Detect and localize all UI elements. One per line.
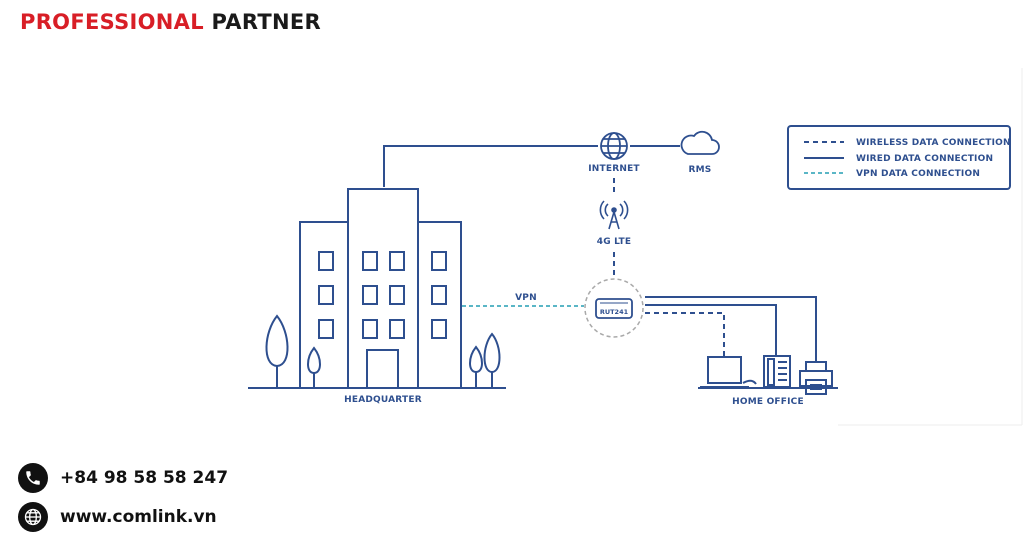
brand-title: PROFESSIONAL PARTNER [20,10,321,34]
vpn-label: VPN [515,293,537,303]
phone-number: +84 98 58 58 247 [60,468,229,488]
wired-line-hq-internet [383,145,598,187]
router-label: RUT241 [600,308,629,316]
website-link[interactable]: www.comlink.vn [60,507,217,527]
headquarter-label: HEADQUARTER [344,395,422,405]
headquarter-building [248,188,506,389]
legend-wireless-label: WIRELESS DATA CONNECTION [856,138,1011,148]
legend-vpn-label: VPN DATA CONNECTION [856,169,980,179]
router-icon [595,298,633,319]
wired-line-router-printer [645,296,817,362]
laptop-icon [700,356,757,388]
brand-partner: PARTNER [211,10,321,34]
lte-label: 4G LTE [597,237,632,247]
contact-website[interactable]: www.comlink.vn [18,502,217,532]
phone-icon [763,355,791,388]
rms-label: RMS [689,165,712,175]
router-circle [584,278,644,338]
home-office-label: HOME OFFICE [732,397,804,407]
legend-wired-label: WIRED DATA CONNECTION [856,154,993,164]
cloud-icon [680,130,720,155]
phone-icon [18,463,48,493]
printer-icon [799,361,833,395]
globe-icon [600,132,628,160]
internet-label: INTERNET [588,164,640,174]
wireless-line-router-laptop [645,312,725,357]
antenna-icon [599,200,629,230]
contact-phone[interactable]: +84 98 58 58 247 [18,463,228,493]
globe-icon [18,502,48,532]
legend: WIRELESS DATA CONNECTION WIRED DATA CONN… [787,125,1011,190]
brand-professional: PROFESSIONAL [20,10,204,34]
wired-line-router-phone [645,304,777,356]
